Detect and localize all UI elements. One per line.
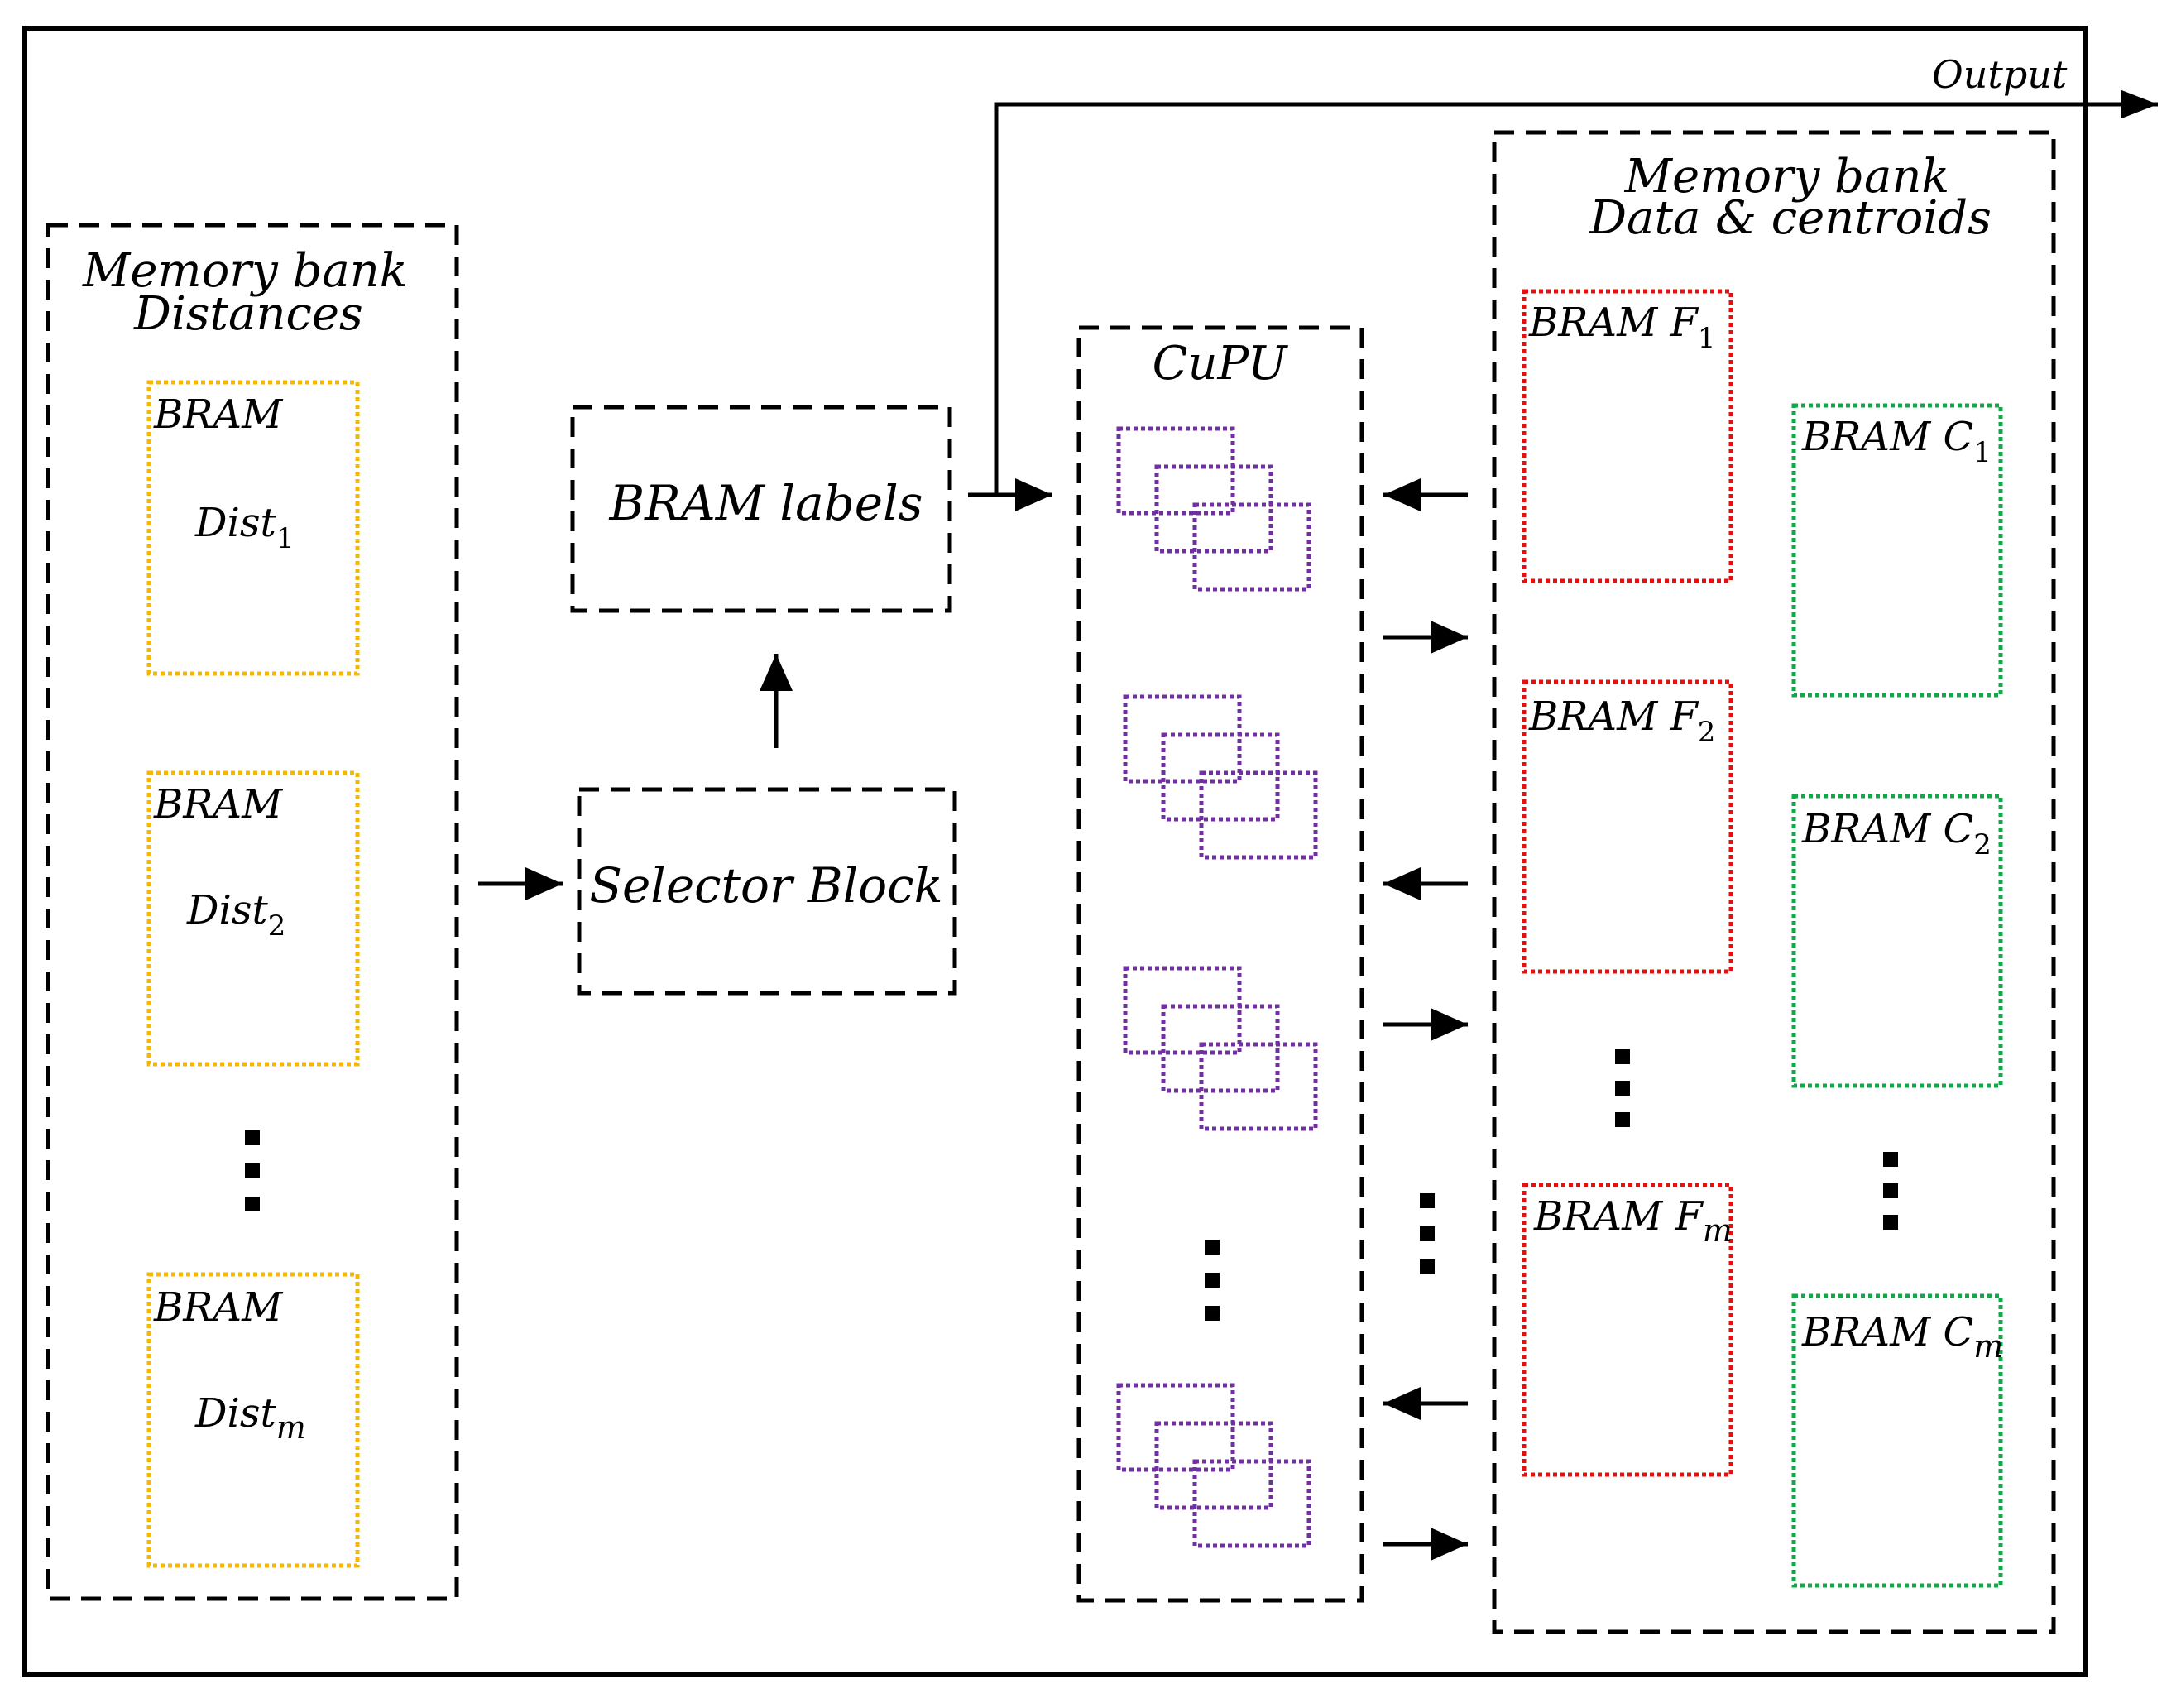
bram-c-2-box xyxy=(1791,794,2003,1088)
bram-f-1: BRAM F1 xyxy=(1522,289,1733,583)
cupu-unit-stack-1 xyxy=(1116,426,1311,592)
bram-c-2-label: BRAM C2 xyxy=(1801,806,1992,861)
cupu-ellipsis xyxy=(1205,1240,1220,1321)
selector-block-label: Selector Block xyxy=(589,857,943,914)
bram-c-2: BRAM C2 xyxy=(1791,794,2003,1088)
bram-f-2-box xyxy=(1522,679,1733,974)
selector-block: Selector Block xyxy=(577,787,957,996)
cupu-data-arrows xyxy=(1383,478,1468,1561)
distances-bank-border xyxy=(46,223,459,1601)
bram-f-m-label: BRAM Fm xyxy=(1533,1193,1733,1249)
bram-c-1-label: BRAM C1 xyxy=(1801,414,1992,469)
bram-labels-border xyxy=(570,405,952,613)
output-line xyxy=(994,89,2158,495)
distances-bank-title-1: Memory bank xyxy=(82,244,408,298)
cupu-unit-stack-3 xyxy=(1123,966,1318,1131)
memory-bank-data-centroids: Memory bank Data & centroids BRAM F1 BRA… xyxy=(1492,130,2056,1634)
bram-c-1: BRAM C1 xyxy=(1791,403,2003,698)
bram-dist-m-name: Distm xyxy=(194,1390,306,1446)
bram-dist-2-name: Dist2 xyxy=(186,887,285,943)
distances-bank-title-2: Distances xyxy=(133,287,363,341)
bram-f-m-box xyxy=(1522,1183,1733,1477)
bram-dist-m-label: BRAM xyxy=(153,1284,284,1331)
data-bank-border xyxy=(1492,130,2056,1634)
cupu-label: CuPU xyxy=(1153,337,1289,391)
bram-dist-1: BRAM Dist1 xyxy=(146,380,360,676)
features-ellipsis xyxy=(1615,1049,1630,1127)
bram-dist-1-box xyxy=(146,380,360,676)
bram-f-1-label: BRAM F1 xyxy=(1528,300,1715,355)
cupu-unit-stack-2 xyxy=(1123,694,1318,860)
bram-c-m: BRAM Cm xyxy=(1791,1293,2003,1588)
selector-block-border xyxy=(577,787,957,996)
bram-labels-block: BRAM labels xyxy=(570,405,952,613)
cupu-border xyxy=(1076,325,1364,1603)
bram-dist-m: BRAM Distm xyxy=(146,1272,360,1568)
arrows-ellipsis xyxy=(1420,1193,1435,1274)
bram-c-1-box xyxy=(1791,403,2003,698)
centroids-ellipsis xyxy=(1883,1152,1898,1230)
bram-c-m-box xyxy=(1791,1293,2003,1588)
bram-dist-2-label: BRAM xyxy=(153,781,284,828)
cupu-block: CuPU xyxy=(1076,325,1364,1603)
distances-ellipsis xyxy=(245,1130,260,1211)
bram-c-m-label: BRAM Cm xyxy=(1801,1309,2003,1365)
bram-f-2-label: BRAM F2 xyxy=(1528,693,1715,749)
memory-bank-distances: Memory bank Distances BRAM Dist1 BRAM Di… xyxy=(46,223,459,1601)
bram-dist-1-name: Dist1 xyxy=(194,500,294,555)
bram-f-m: BRAM Fm xyxy=(1522,1183,1733,1477)
data-bank-title-2: Data & centroids xyxy=(1589,191,1992,245)
bram-dist-2-box xyxy=(146,770,360,1067)
bram-f-2: BRAM F2 xyxy=(1522,679,1733,974)
bram-dist-2: BRAM Dist2 xyxy=(146,770,360,1067)
bram-dist-1-label: BRAM xyxy=(153,391,284,438)
outer-frame xyxy=(22,26,2088,1677)
bram-labels-label: BRAM labels xyxy=(609,475,923,531)
bram-f-1-box xyxy=(1522,289,1733,583)
data-bank-title-1: Memory bank xyxy=(1624,150,1950,204)
output-label: Output xyxy=(1932,52,2068,97)
bram-dist-m-box xyxy=(146,1272,360,1568)
cupu-unit-stack-4 xyxy=(1116,1383,1311,1548)
